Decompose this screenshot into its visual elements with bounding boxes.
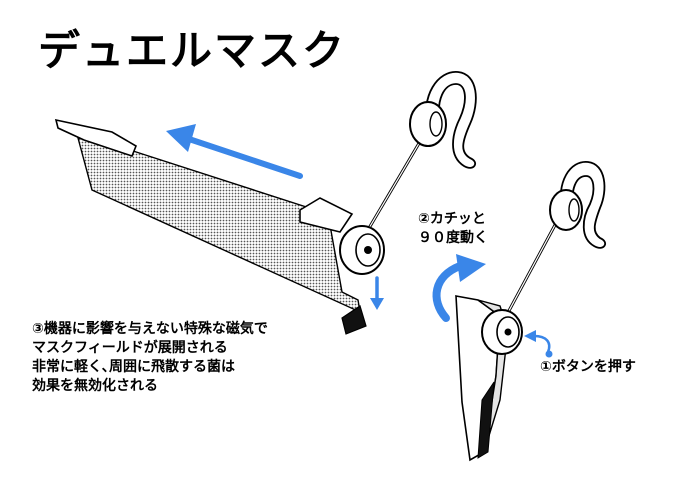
callout-step1: ①ボタンを押す	[540, 358, 636, 377]
mask-edge-strip	[342, 306, 366, 334]
callout-step3-line4: 効果を無効化される	[32, 377, 268, 396]
callout-step3: ③機器に影響を与えない特殊な磁気で マスクフィールドが展開される 非常に軽く､周…	[32, 320, 268, 396]
arrow-down	[370, 278, 384, 310]
arrow-button	[524, 330, 553, 358]
callout-step2: ②カチッと ９０度動く	[418, 210, 488, 248]
callout-step2-line1: ②カチッと	[418, 210, 488, 229]
callout-step1-number: ①	[540, 359, 552, 375]
callout-step3-line2: マスクフィールドが展開される	[32, 339, 268, 358]
callout-step1-text: ボタンを押す	[552, 359, 636, 375]
page-title: デュエルマスク	[38, 30, 346, 72]
callout-step3-line3: 非常に軽く､周囲に飛散する菌は	[32, 358, 268, 377]
callout-step2-line2: ９０度動く	[418, 229, 488, 248]
callout-step3-line1: ③機器に影響を与えない特殊な磁気で	[32, 320, 268, 339]
